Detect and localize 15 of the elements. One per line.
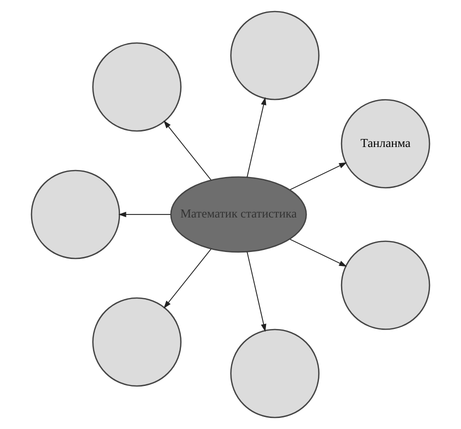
node-circle xyxy=(92,42,182,132)
arrow xyxy=(164,248,212,308)
node-circle xyxy=(30,170,120,260)
arrow xyxy=(246,251,266,332)
node-circle xyxy=(230,10,320,100)
arrow xyxy=(246,97,266,178)
arrow xyxy=(290,238,347,267)
arrow xyxy=(290,162,347,190)
node-ellipse: Математик статистика xyxy=(170,176,307,253)
arrow xyxy=(164,120,212,180)
arrow xyxy=(118,212,172,218)
node-circle: Танланма xyxy=(340,99,430,188)
node-circle xyxy=(230,328,320,418)
node-circle xyxy=(92,297,182,387)
node-circle xyxy=(340,240,430,330)
